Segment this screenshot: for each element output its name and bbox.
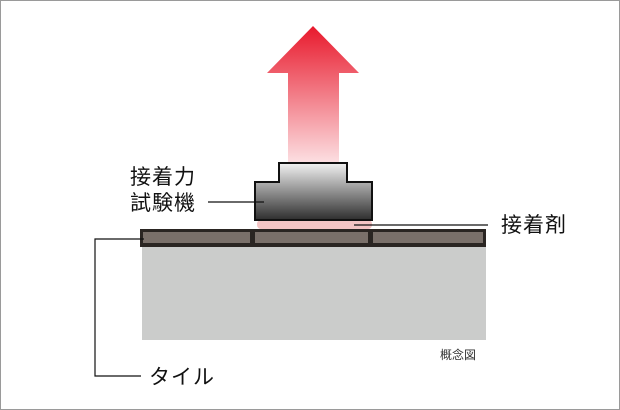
tester-body-icon [254,162,373,221]
tile-label: タイル [149,365,215,389]
substrate [142,247,486,340]
tile-layer [140,229,486,247]
caption-label: 概念図 [440,348,477,362]
tile-piece [143,232,250,243]
tester-label-line2: 試験機 [130,191,196,215]
adhesive-band [257,220,372,229]
tile-leader-line [94,238,144,377]
tester-label-line1: 接着力 [130,165,196,189]
pull-arrow-icon [267,26,359,169]
adhesive-label: 接着剤 [501,213,567,237]
tile-piece [255,232,368,243]
tile-piece [373,232,483,243]
